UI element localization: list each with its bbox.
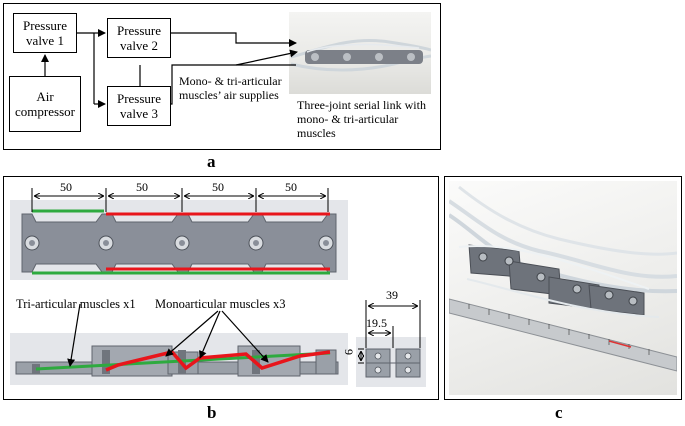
photo-caption: Three-joint serial link with mono- & tri… [297, 98, 426, 140]
air-compressor-label: Air compressor [15, 89, 75, 119]
panel-a-frame [3, 3, 441, 150]
pressure-valve-3-box: Pressure valve 3 [107, 86, 171, 126]
pressure-valve-2-label: Pressure valve 2 [116, 23, 162, 53]
panel-a-link-photo [289, 12, 431, 94]
air-supplies-text: Mono- & tri-articular muscles’ air suppl… [179, 74, 282, 102]
pressure-valve-3-label: Pressure valve 3 [116, 91, 162, 121]
dim-39: 39 [386, 288, 398, 302]
pressure-valve-1-label: Pressure valve 1 [22, 18, 68, 48]
dim-9: 9 [342, 349, 356, 355]
panel-a-label: a [207, 152, 216, 171]
monoarticular-label: Monoarticular muscles x3 [155, 297, 286, 311]
panel-c-photo [449, 181, 677, 395]
panel-b-frame [3, 176, 439, 400]
dim-50-4: 50 [285, 180, 297, 194]
dim-50-1: 50 [60, 180, 72, 194]
panel-c-photo-drawing [449, 185, 677, 372]
air-compressor-box: Air compressor [9, 76, 81, 132]
panel-c-label: c [555, 403, 563, 422]
tri-articular-label: Tri-articular muscles x1 [16, 297, 136, 311]
panel-c-frame [444, 176, 682, 400]
pressure-valve-1-box: Pressure valve 1 [13, 13, 77, 53]
dim-50-3: 50 [212, 180, 224, 194]
dim-19-5: 19.5 [366, 316, 387, 330]
dim-50-2: 50 [136, 180, 148, 194]
panel-b-label: b [207, 403, 217, 422]
link-photo-drawing [290, 39, 431, 72]
pressure-valve-2-box: Pressure valve 2 [107, 18, 171, 58]
